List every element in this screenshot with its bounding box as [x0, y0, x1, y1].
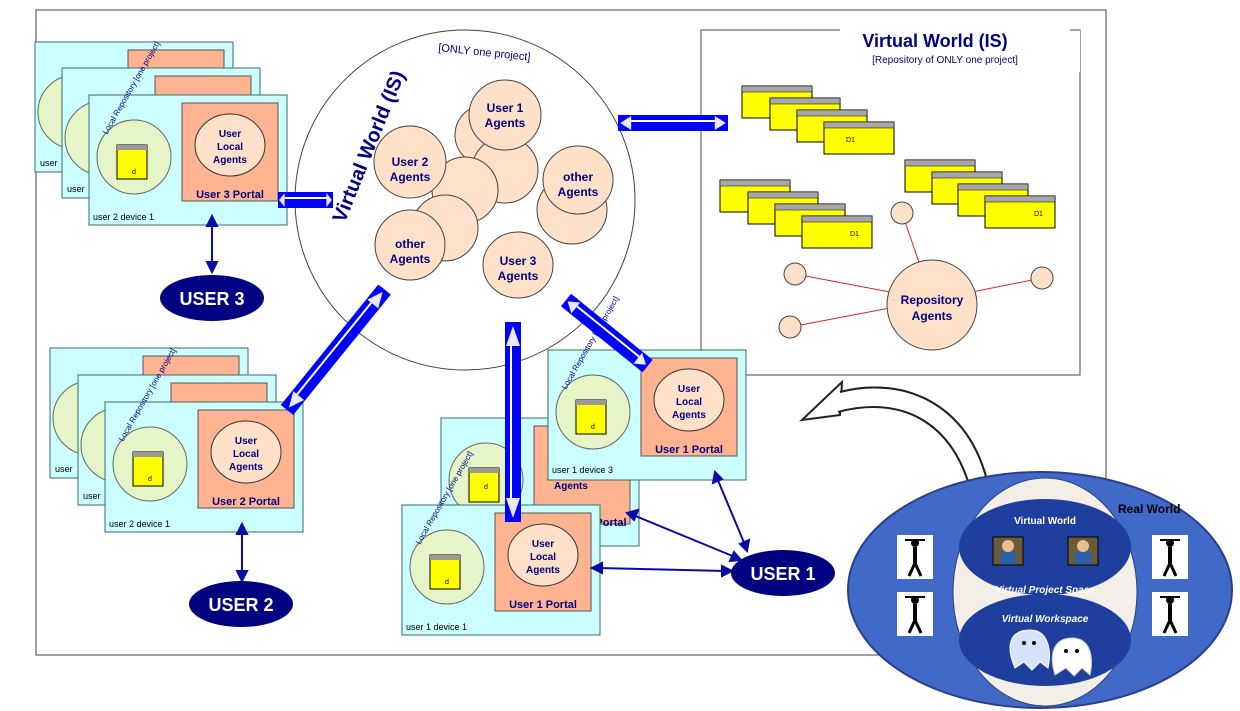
partial-agents-label: Agents [554, 481, 588, 492]
doc-label-3: D1 [1034, 211, 1043, 218]
local-doc-label: d [132, 169, 136, 176]
user2-label: USER 2 [208, 595, 273, 615]
office-worker-icon [992, 536, 1024, 566]
office-worker-icon [1067, 536, 1099, 566]
partial-portal-label: Portal [595, 517, 626, 529]
repository-agent-node [778, 315, 802, 339]
user3-oval[interactable]: USER 3 [160, 275, 264, 321]
user2-portal-label: User 2 Portal [212, 496, 280, 508]
user-link-arrows [205, 213, 751, 584]
rw-project-space-label: Virtual Project Space [995, 585, 1095, 596]
repository-title: Virtual World (IS) [862, 31, 1007, 51]
outer-frame [35, 9, 1107, 656]
user1-device1-card: d Local Repository [one project] User Lo… [401, 450, 601, 636]
hidden-device-label: user [67, 184, 85, 194]
user1-device3-label: user 1 device 3 [552, 465, 613, 475]
rw-virtual-world-label: Virtual World [1014, 516, 1076, 527]
local-agents-line2: Local [233, 449, 259, 460]
other-agents-left-line1: other [395, 237, 425, 251]
person-icon [897, 535, 933, 579]
repository-agent-node [783, 262, 807, 286]
rw-workspace-label: Virtual Workspace [1002, 614, 1089, 625]
agent-bubbles [373, 79, 614, 299]
person-icon [897, 592, 933, 636]
repository-agents-line1: Repository [901, 293, 964, 307]
real-world-illustration: Real World Virtual World Virtual Project… [847, 471, 1233, 709]
document-stack-3: D1 [904, 159, 1056, 229]
document-stack-2: D1 [719, 179, 873, 249]
local-agents-line3: Agents [213, 155, 247, 166]
person-icon [1152, 535, 1188, 579]
local-agents-line1: User [219, 129, 241, 140]
repository-agent-node [890, 201, 914, 225]
user3-device-stack: user user d Local Repository [one projec… [34, 40, 288, 226]
arrow-user3-portal-to-world [277, 191, 334, 209]
other-agents-right-line2: Agents [558, 185, 599, 199]
arrow-world-to-repository [616, 113, 730, 133]
user3-portal-label: User 3 Portal [196, 189, 264, 201]
doc-label-2: D1 [850, 231, 859, 238]
local-agents-line3: Agents [672, 410, 706, 421]
user1-portal-label: User 1 Portal [509, 599, 577, 611]
local-agents-line2: Local [676, 397, 702, 408]
local-agents-line1: User [235, 436, 257, 447]
local-agents-line1: User [532, 539, 554, 550]
local-doc-label: d [148, 476, 152, 483]
real-world-label: Real World [1118, 502, 1180, 516]
user2-agents-line1: User 2 [392, 155, 429, 169]
user1-device-stack: d Agents Portal d Local Repository [one … [401, 295, 747, 636]
user1-label: USER 1 [750, 564, 815, 584]
ghost-icon [1051, 637, 1092, 677]
doc-label-1: D1 [846, 137, 855, 144]
user1-oval[interactable]: USER 1 [731, 550, 835, 596]
repository-agents-circle [886, 259, 978, 351]
user3-agents-line1: User 3 [500, 254, 537, 268]
local-agents-line1: User [678, 384, 700, 395]
user1-portal-label: User 1 Portal [655, 444, 723, 456]
document-stack-1: D1 [741, 85, 895, 155]
arrow-world-to-user1-device1 [503, 320, 523, 524]
other-agents-right-line1: other [563, 170, 593, 184]
user2-device-label: user 2 device 1 [109, 519, 170, 529]
repository-agent-node [1030, 266, 1054, 290]
person-icon [1152, 592, 1188, 636]
local-agents-line2: Local [530, 552, 556, 563]
user1-agents-line1: User 1 [487, 101, 524, 115]
local-doc-label: d [591, 424, 595, 431]
virtual-world-circle: Virtual World (IS) [ONLY one project] Us… [294, 29, 636, 371]
other-agents-left-line2: Agents [390, 252, 431, 266]
repository-subtitle: [Repository of ONLY one project] [872, 55, 1018, 66]
user2-oval[interactable]: USER 2 [189, 581, 293, 627]
user1-device1-label: user 1 device 1 [406, 622, 467, 632]
user3-label: USER 3 [179, 289, 244, 309]
local-agents-line2: Local [217, 142, 243, 153]
hidden-device-label: user [55, 464, 73, 474]
local-agents-line3: Agents [526, 565, 560, 576]
user1-agents-line2: Agents [485, 116, 526, 130]
user3-device-label: user 2 device 1 [93, 212, 154, 222]
hidden-device-label: user [40, 158, 58, 168]
repository-panel: Virtual World (IS) [Repository of ONLY o… [700, 24, 1081, 376]
ghost-icon [1009, 629, 1050, 671]
user2-device-stack: user user d Local Repository [one projec… [49, 347, 304, 533]
repository-agents-line2: Agents [912, 309, 953, 323]
local-agents-line3: Agents [229, 462, 263, 473]
local-doc-label: d [445, 579, 449, 586]
user3-agents-line2: Agents [498, 269, 539, 283]
hidden-device-label: user [83, 491, 101, 501]
local-doc-label: d [484, 484, 488, 491]
user2-agents-line2: Agents [390, 170, 431, 184]
